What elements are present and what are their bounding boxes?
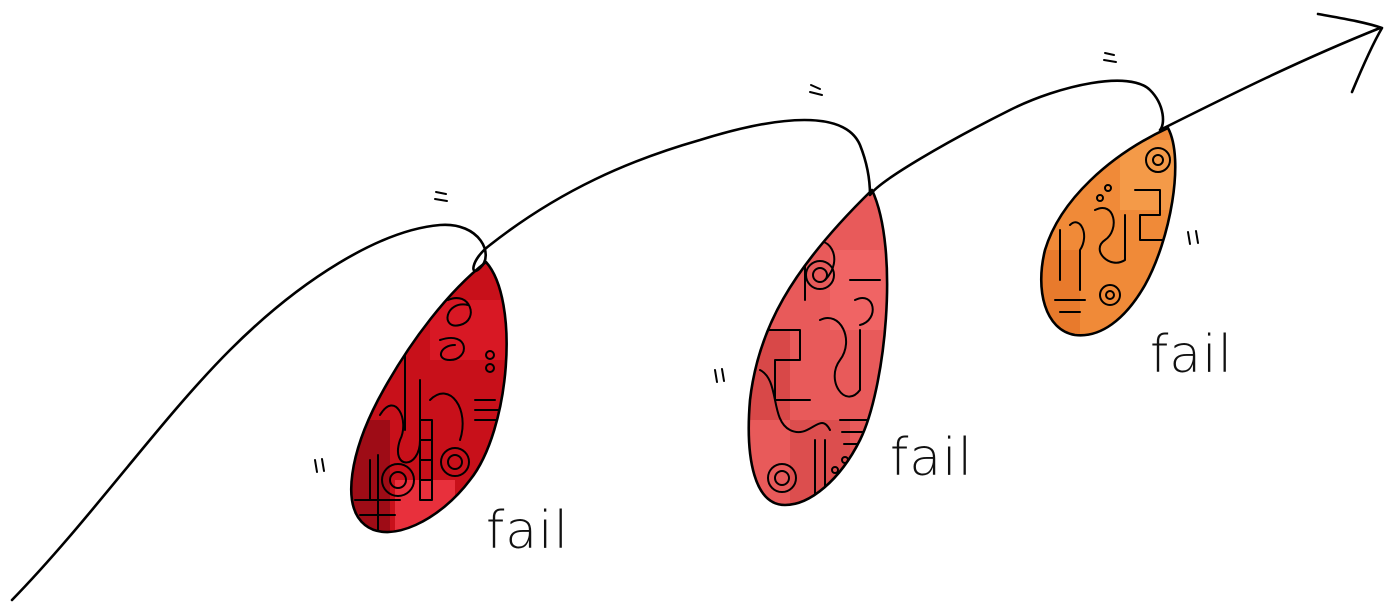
fail-label-1: fail bbox=[486, 501, 569, 561]
failure-drop-1 bbox=[340, 262, 510, 550]
fail-label-3: fail bbox=[1150, 325, 1233, 385]
failure-drop-2 bbox=[740, 190, 900, 510]
growth-path bbox=[12, 28, 1380, 600]
arrow-head-icon bbox=[1318, 14, 1382, 92]
failure-drop-3 bbox=[1040, 128, 1180, 340]
fail-label-2: fail bbox=[890, 428, 973, 488]
